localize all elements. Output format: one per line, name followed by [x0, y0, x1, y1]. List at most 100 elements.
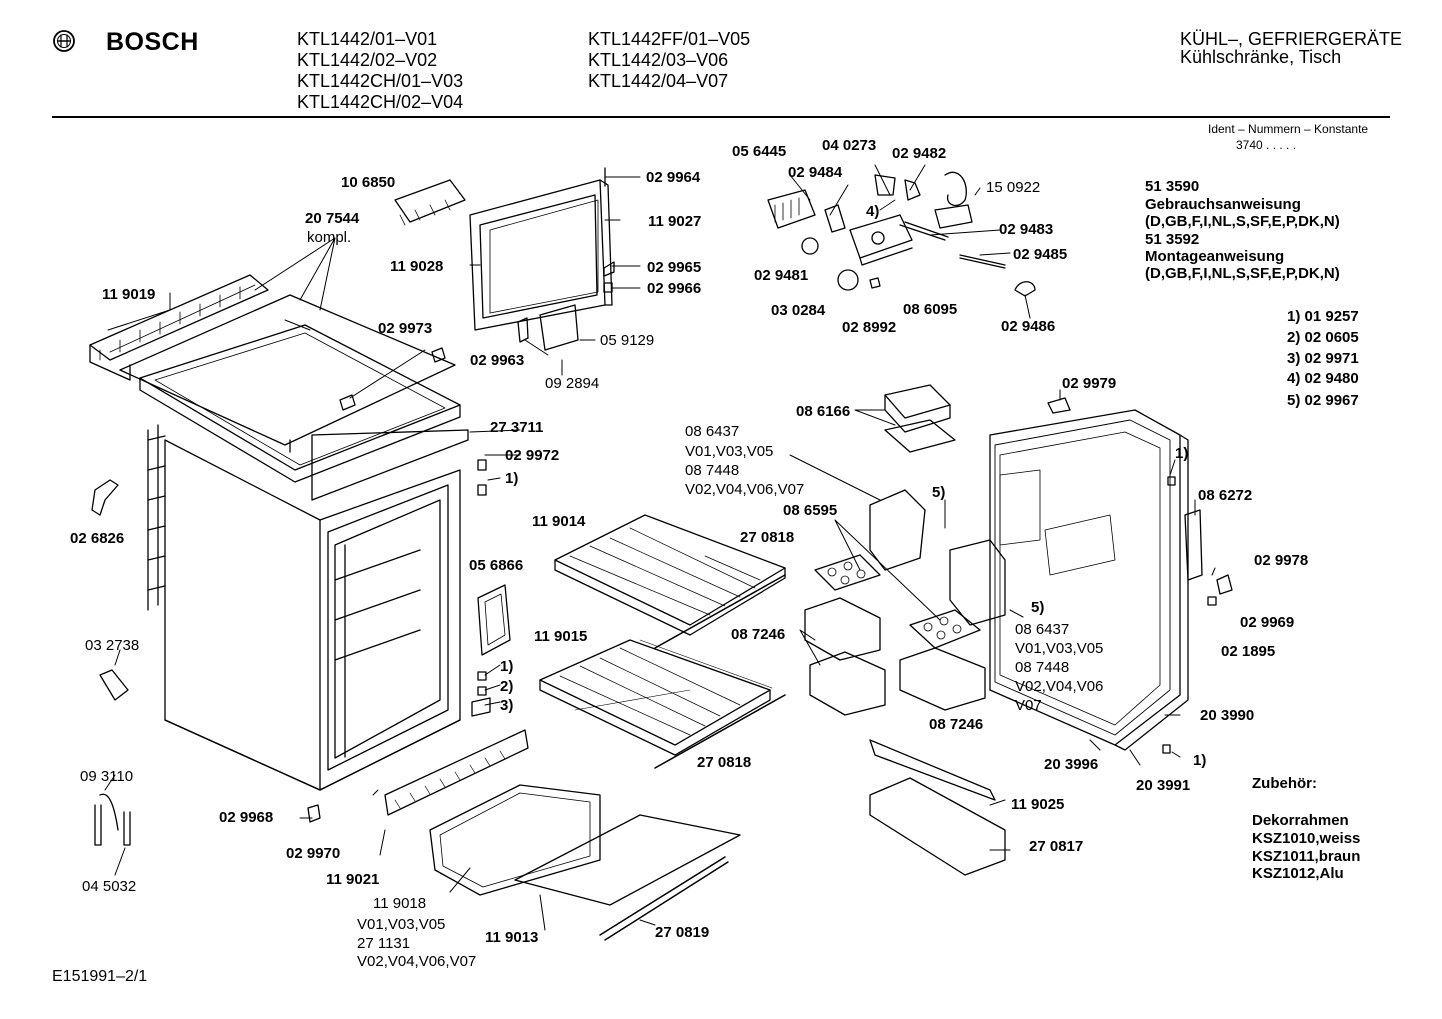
doc-install-manual: Montageanweisung — [1145, 248, 1285, 265]
part-label: 08 7448 — [1015, 659, 1070, 676]
doc-user-manual: Gebrauchsanweisung — [1145, 196, 1301, 213]
hinge-parts — [91, 347, 511, 717]
category-title: KÜHL–, GEFRIERGERÄTE — [1180, 29, 1403, 49]
doc-install-manual-langs: (D,GB,F,I,NL,S,SF,E,P,DK,N) — [1145, 265, 1340, 282]
part-label: 02 1895 — [1221, 643, 1276, 660]
part-label: V01,V03,V05 — [357, 916, 446, 933]
part-label: 02 9969 — [1240, 614, 1295, 631]
part-label: V01,V03,V05 — [1015, 640, 1104, 657]
part-label: 08 7448 — [685, 462, 740, 479]
part-label: 03 0284 — [771, 302, 826, 319]
part-label: 08 7246 — [731, 626, 786, 643]
freezer-door-drawing — [394, 167, 615, 351]
part-label: 02 9970 — [286, 845, 341, 862]
part-label: 02 9484 — [788, 164, 843, 181]
part-label: 15 0922 — [986, 179, 1041, 196]
part-label: 20 3991 — [1136, 777, 1191, 794]
accessory-item-3: KSZ1011,braun — [1252, 848, 1361, 865]
part-label: 27 0818 — [697, 754, 752, 771]
glass-shelves-drawing — [539, 514, 786, 769]
part-label: 11 9025 — [1011, 796, 1065, 813]
part-label: 08 6437 — [685, 423, 740, 440]
doc-number-install-manual: 51 3592 — [1145, 231, 1200, 248]
part-label: 03 2738 — [85, 637, 140, 654]
accessory-item-2: KSZ1010,weiss — [1252, 830, 1361, 847]
part-label: 02 9482 — [892, 145, 947, 162]
cabinet-body-drawing — [147, 424, 461, 791]
part-label: 27 0817 — [1029, 838, 1084, 855]
part-label: 02 9968 — [219, 809, 274, 826]
part-label: 09 2894 — [545, 375, 600, 392]
drawing-id: E151991–2/1 — [52, 968, 148, 985]
part-label: 11 9021 — [326, 871, 380, 888]
part-label: 11 9014 — [532, 513, 586, 530]
sensor-parts — [94, 793, 321, 846]
part-label: 5) — [932, 484, 946, 501]
part-label: 02 9965 — [647, 259, 702, 276]
part-label: 11 9028 — [390, 258, 444, 275]
model-list-col1-1: KTL1442/01–V01 — [297, 29, 438, 49]
ident-title: Ident – Nummern – Konstante — [1208, 122, 1369, 136]
worktop-drawing — [89, 274, 461, 483]
model-list-col1-2: KTL1442/02–V02 — [297, 50, 438, 70]
crisper-bin-drawing — [384, 729, 741, 941]
header-divider — [52, 116, 1390, 118]
part-label: 02 9481 — [754, 267, 809, 284]
part-label: 2) — [500, 678, 514, 695]
part-label: 27 0819 — [655, 924, 710, 941]
model-list-col2-3: KTL1442/04–V07 — [588, 71, 729, 91]
part-label: 05 6445 — [732, 143, 787, 160]
part-label: 11 9018 — [373, 895, 427, 912]
part-label: 02 9972 — [505, 447, 560, 464]
part-label: 02 9979 — [1062, 375, 1117, 392]
model-list-col2-1: KTL1442FF/01–V05 — [588, 29, 751, 49]
part-label: 5) — [1031, 599, 1045, 616]
part-label: 4) — [866, 203, 880, 220]
part-label: 27 1131 — [357, 935, 411, 952]
doc-number-user-manual: 51 3590 — [1145, 178, 1200, 195]
accessories-title: Zubehör: — [1252, 775, 1317, 792]
part-label: 02 9486 — [1001, 318, 1056, 335]
part-label: 08 6437 — [1015, 621, 1070, 638]
part-label: V07 — [1015, 697, 1042, 714]
part-label: 05 9129 — [600, 332, 655, 349]
brand-name: BOSCH — [106, 28, 199, 56]
part-label: 08 6095 — [903, 301, 958, 318]
thermostat-assembly-drawing — [767, 171, 1036, 297]
part-label: V02,V04,V06 — [1015, 678, 1104, 695]
part-label: 08 6595 — [783, 502, 838, 519]
part-label: 02 9485 — [1013, 246, 1068, 263]
part-label: 11 9027 — [648, 213, 702, 230]
part-label: 02 9963 — [470, 352, 525, 369]
part-label: 11 9019 — [102, 286, 156, 303]
part-label: 02 9964 — [646, 169, 701, 186]
part-label: 02 9966 — [647, 280, 702, 297]
part-label: 08 6272 — [1198, 487, 1253, 504]
part-label: 04 0273 — [822, 137, 877, 154]
part-label: 11 9015 — [534, 628, 588, 645]
ident-value: 3740 . . . . . — [1236, 138, 1297, 152]
part-label: 02 9483 — [999, 221, 1054, 238]
model-list-col1-3: KTL1442CH/01–V03 — [297, 71, 464, 91]
part-label: 11 9013 — [485, 929, 539, 946]
part-label: 20 3996 — [1044, 756, 1099, 773]
part-label: 09 3110 — [80, 768, 134, 785]
footnote-4: 4) 02 9480 — [1287, 370, 1359, 387]
accessory-item-1: Dekorrahmen — [1252, 812, 1349, 829]
doc-user-manual-langs: (D,GB,F,I,NL,S,SF,E,P,DK,N) — [1145, 213, 1340, 230]
part-label: 08 6166 — [796, 403, 851, 420]
part-label: V01,V03,V05 — [685, 443, 774, 460]
leader-lines — [104, 164, 1216, 931]
part-label: 1) — [1193, 752, 1207, 769]
part-label: kompl. — [307, 229, 352, 246]
part-label: 02 6826 — [70, 530, 125, 547]
part-label: 08 7246 — [929, 716, 984, 733]
part-label: 3) — [500, 697, 514, 714]
part-label: 02 9973 — [378, 320, 433, 337]
door-bins-drawing — [804, 384, 1071, 876]
part-label: 1) — [505, 470, 519, 487]
bosch-logo-icon — [53, 30, 75, 52]
part-label: 05 6866 — [469, 557, 524, 574]
footnote-5: 5) 02 9967 — [1287, 392, 1359, 409]
